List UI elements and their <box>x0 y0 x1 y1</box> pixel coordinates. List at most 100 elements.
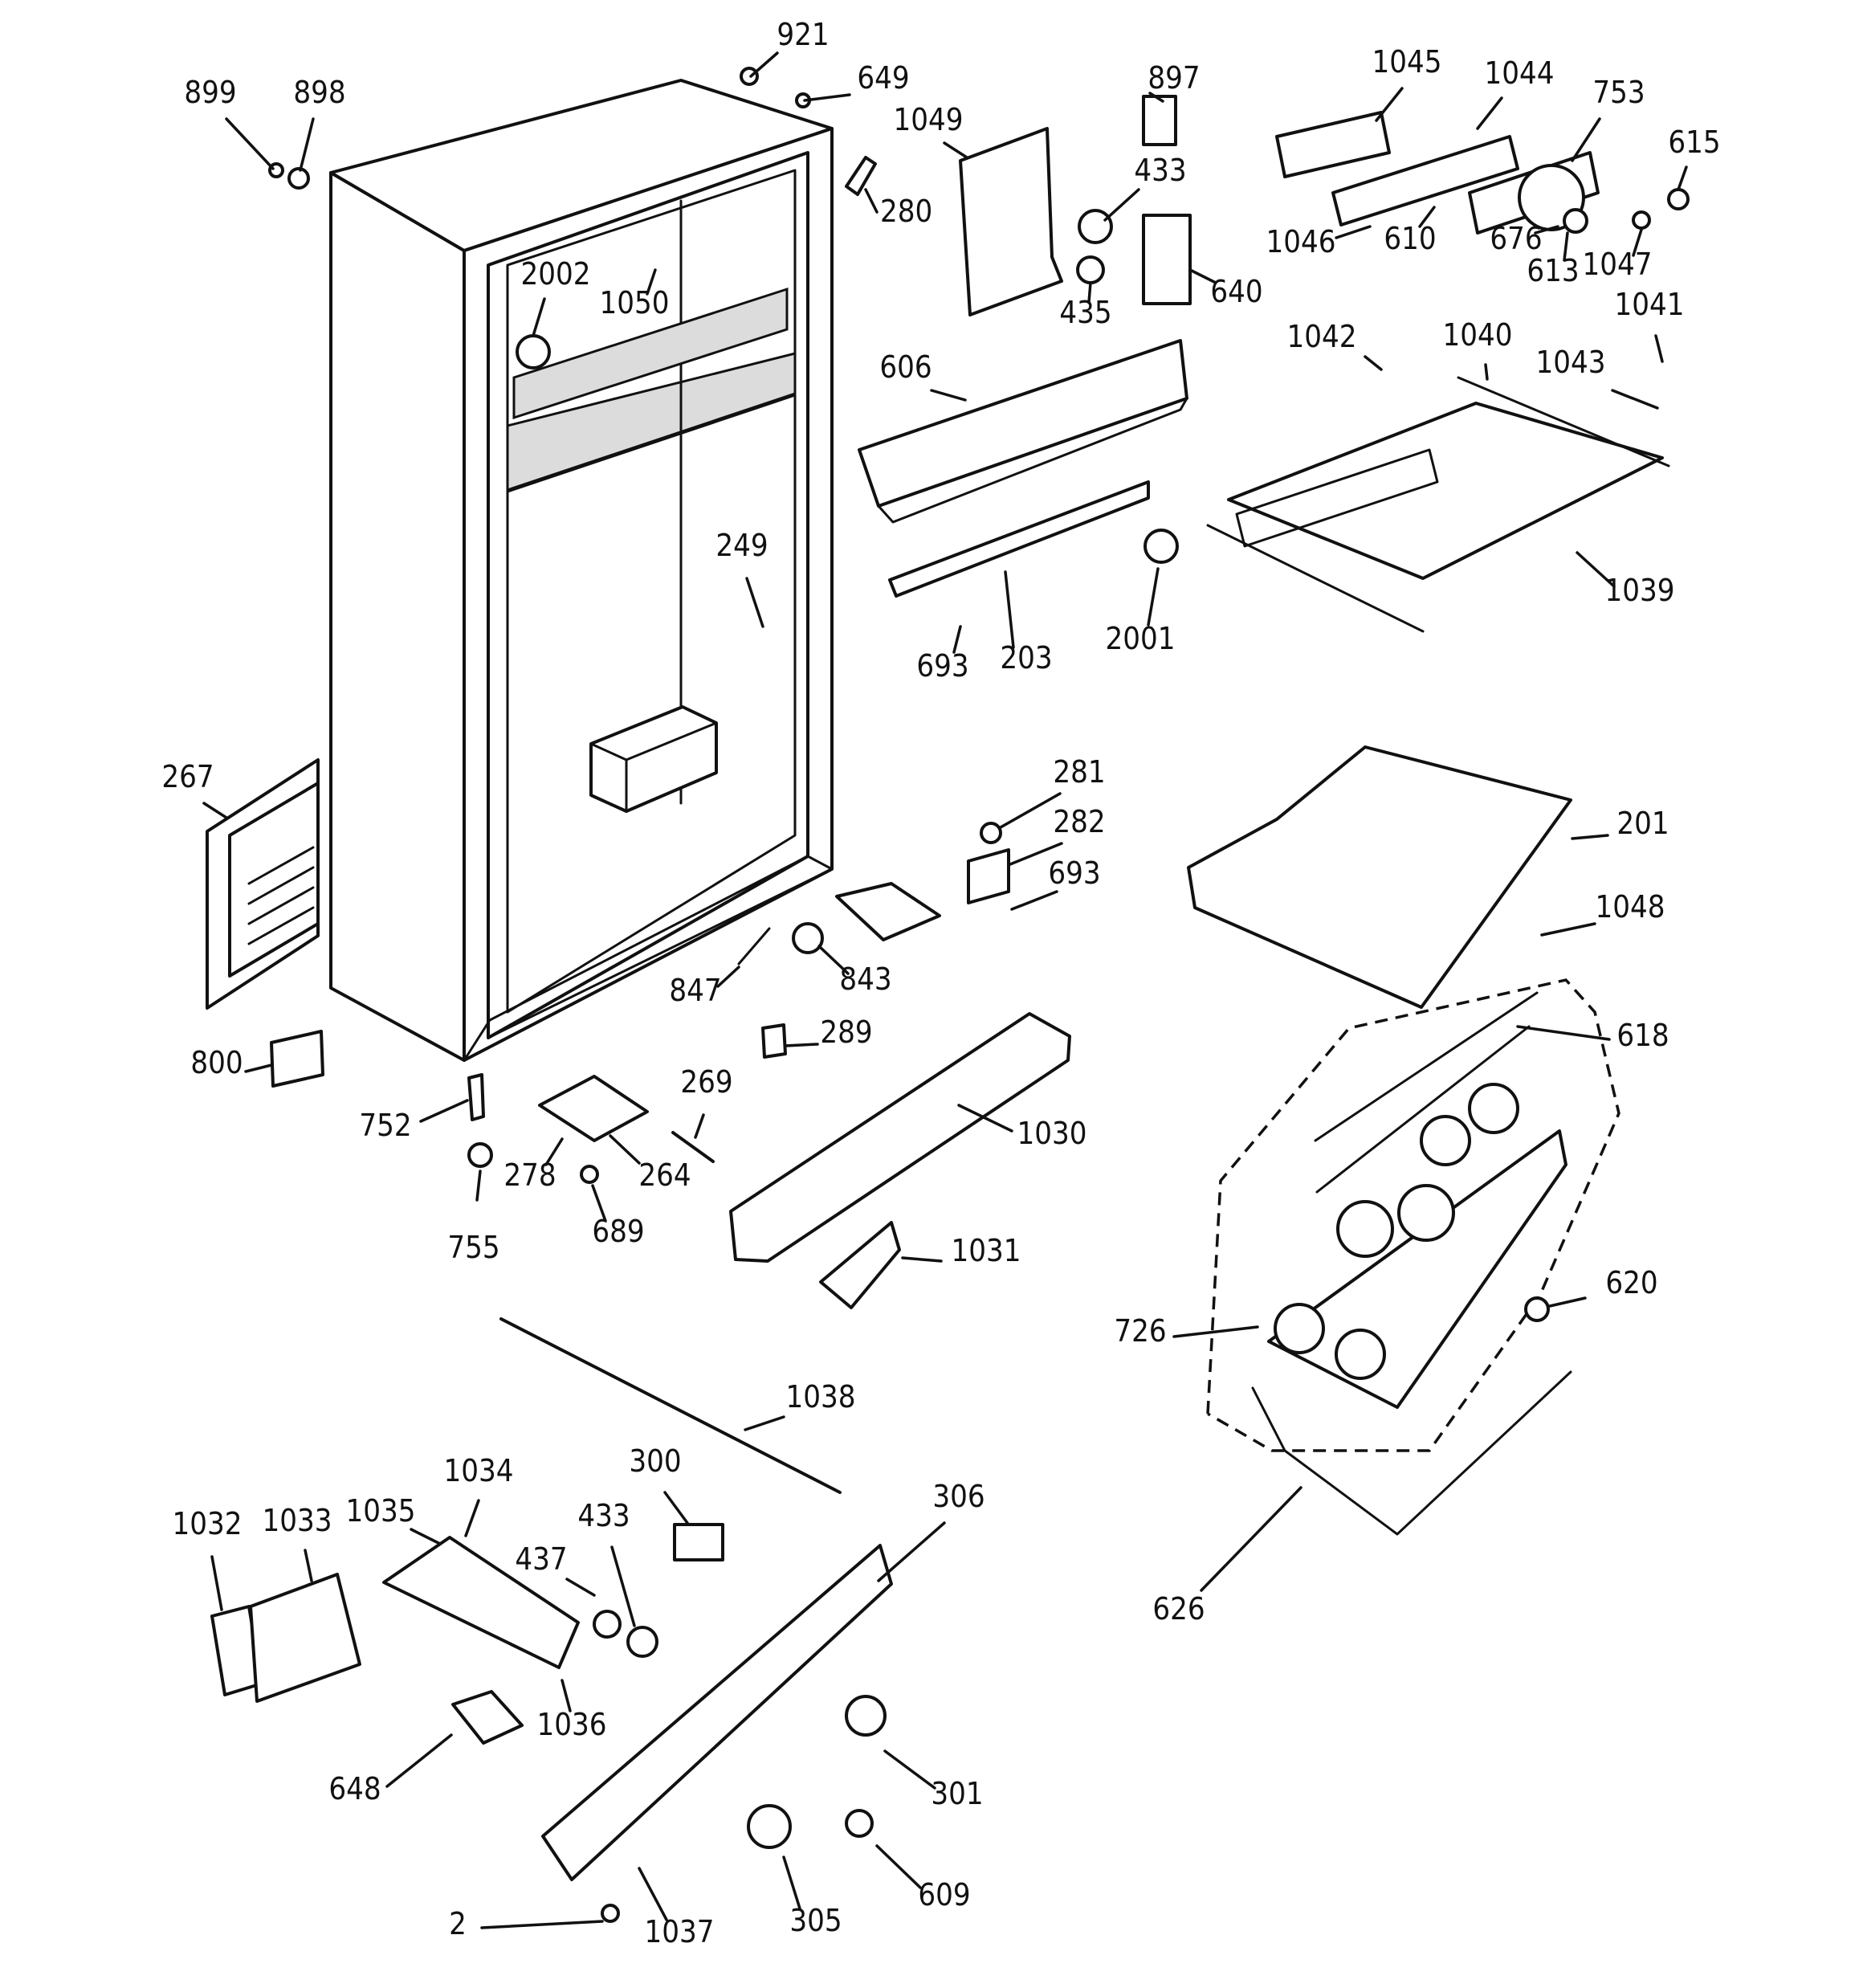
callout-label-203: 203 <box>1000 640 1052 676</box>
callout-label-689: 689 <box>592 1214 644 1249</box>
leader-line-693 <box>952 625 962 654</box>
callout-label-640: 640 <box>1210 274 1262 309</box>
callout-label-2: 2 <box>449 1906 467 1941</box>
bracket-280-part <box>845 156 877 196</box>
screw-2-part <box>601 1904 620 1923</box>
hinge-278-part <box>538 1075 649 1142</box>
fan-assembly-part <box>1275 111 1690 235</box>
cabinet-part <box>329 79 834 1062</box>
callout-label-1041: 1041 <box>1615 287 1685 322</box>
callout-label-289: 289 <box>820 1014 872 1050</box>
leader-line-264 <box>609 1134 641 1165</box>
callout-label-433: 433 <box>1134 153 1186 188</box>
callout-label-433: 433 <box>577 1498 630 1533</box>
ice-tray-part <box>1267 1083 1567 1409</box>
callout-label-278: 278 <box>503 1157 556 1193</box>
leader-line-689 <box>591 1184 607 1223</box>
leader-line-755 <box>475 1170 482 1202</box>
callout-label-752: 752 <box>359 1108 411 1143</box>
callout-label-1044: 1044 <box>1485 55 1555 91</box>
leader-line-1035 <box>410 1528 442 1545</box>
callout-label-1032: 1032 <box>173 1506 243 1541</box>
leader-line-201 <box>1571 834 1609 840</box>
leader-line-648 <box>385 1733 453 1788</box>
leader-line-800 <box>244 1063 273 1073</box>
callout-label-1033: 1033 <box>263 1503 332 1538</box>
leader-line-289 <box>784 1043 819 1047</box>
callout-label-1042: 1042 <box>1287 319 1357 354</box>
damper-301-part <box>845 1695 887 1737</box>
leader-lines <box>202 51 1688 1929</box>
callout-label-2001: 2001 <box>1106 621 1176 656</box>
leader-line-1032 <box>210 1555 223 1611</box>
duct-1037-part <box>541 1544 893 1881</box>
bracket-800-part <box>270 1030 324 1088</box>
leader-line-1033 <box>304 1549 313 1582</box>
callout-label-899: 899 <box>184 75 236 110</box>
callout-label-437: 437 <box>515 1541 567 1577</box>
callout-label-1030: 1030 <box>1017 1116 1087 1151</box>
leader-line-1036 <box>561 1679 572 1712</box>
callout-label-201: 201 <box>1616 806 1669 841</box>
leveler-755-part <box>467 1142 493 1168</box>
leader-line-649 <box>803 93 851 102</box>
leader-line-1048 <box>1540 922 1596 937</box>
leader-line-610 <box>1418 206 1436 228</box>
bracket-282-part <box>967 848 1010 904</box>
leader-line-921 <box>749 51 779 78</box>
callout-label-609: 609 <box>918 1877 970 1912</box>
leader-line-676 <box>1534 225 1559 235</box>
leader-line-1038 <box>744 1415 785 1431</box>
callout-label-1050: 1050 <box>600 285 670 320</box>
callout-label-282: 282 <box>1053 804 1105 839</box>
leader-line-693 <box>1010 890 1058 911</box>
leader-line-1039 <box>1576 551 1616 588</box>
callout-label-620: 620 <box>1605 1265 1657 1300</box>
grille-1030-part <box>729 1012 1071 1263</box>
leader-line-1031 <box>901 1256 943 1263</box>
leader-line-1043 <box>1611 389 1659 410</box>
callout-label-649: 649 <box>857 60 909 96</box>
leader-line-843 <box>817 945 850 975</box>
callout-label-281: 281 <box>1053 754 1105 790</box>
callout-label-1034: 1034 <box>444 1453 514 1488</box>
bulb-435-part <box>1076 255 1105 284</box>
leader-line-433 <box>1103 188 1140 222</box>
evaporator-grille-part <box>1206 376 1670 633</box>
callout-label-300: 300 <box>629 1443 681 1479</box>
leader-line-1045 <box>1375 87 1404 122</box>
callout-label-1039: 1039 <box>1605 573 1675 608</box>
side-panel-part <box>206 758 320 1010</box>
leader-line-269 <box>694 1113 705 1139</box>
leader-line-435 <box>1087 281 1092 304</box>
leader-line-2002 <box>532 297 546 337</box>
leader-line-2 <box>480 1920 604 1929</box>
callout-label-1040: 1040 <box>1443 317 1513 353</box>
thermostat-897-part <box>1142 95 1177 146</box>
module-648-part <box>451 1690 524 1745</box>
spring-847-part <box>737 927 771 965</box>
leader-line-433 <box>610 1545 636 1627</box>
shelf-606-part <box>858 339 1188 598</box>
callout-label-267: 267 <box>161 759 214 794</box>
leader-line-626 <box>1200 1486 1302 1592</box>
callout-label-613: 613 <box>1527 253 1579 288</box>
callout-label-1035: 1035 <box>346 1493 416 1529</box>
leader-line-301 <box>883 1749 936 1790</box>
parts-illustration <box>206 67 1690 1923</box>
leader-line-726 <box>1172 1325 1259 1338</box>
callout-label-753: 753 <box>1592 75 1645 110</box>
leader-line-1050 <box>646 268 657 296</box>
callout-label-1048: 1048 <box>1596 889 1665 925</box>
callout-label-2002: 2002 <box>521 256 591 292</box>
callout-label-618: 618 <box>1616 1018 1669 1053</box>
fitting-620-part <box>1524 1296 1550 1322</box>
leader-line-752 <box>419 1099 469 1123</box>
socket-433-lower-part <box>626 1626 658 1658</box>
callout-label-1037: 1037 <box>645 1914 715 1949</box>
callout-label-693: 693 <box>916 648 968 684</box>
leader-line-278 <box>544 1137 564 1166</box>
leader-line-282 <box>1009 842 1063 866</box>
callout-label-1043: 1043 <box>1536 345 1606 380</box>
leader-line-897 <box>1148 92 1164 103</box>
